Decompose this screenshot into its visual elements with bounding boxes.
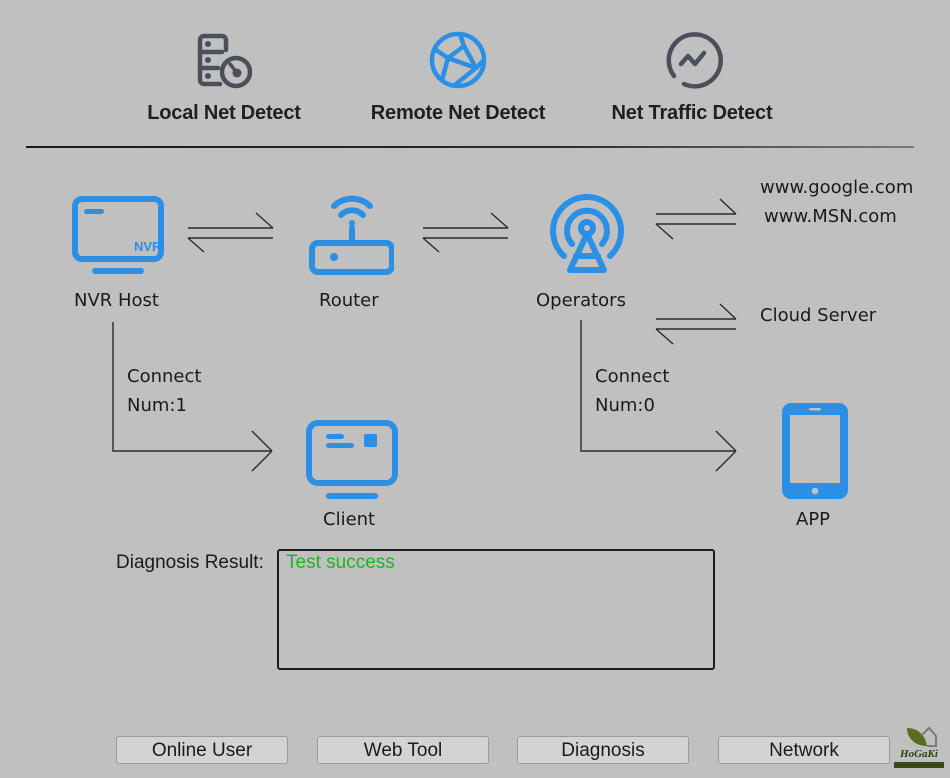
operators-label: Operators bbox=[536, 290, 626, 311]
globe-network-icon bbox=[429, 31, 487, 89]
network-button[interactable]: Network bbox=[718, 736, 890, 764]
tab-label: Local Net Detect bbox=[147, 102, 301, 124]
tab-divider bbox=[26, 146, 914, 148]
tab-label: Net Traffic Detect bbox=[611, 102, 773, 124]
nvr-host-icon: NVR bbox=[72, 196, 164, 274]
watermark-text: HoGaKi bbox=[900, 748, 938, 760]
client-connect-num: Num:1 bbox=[127, 395, 187, 416]
app-connect-num: Num:0 bbox=[595, 395, 655, 416]
nvr-badge: NVR bbox=[134, 239, 162, 254]
online-user-button[interactable]: Online User bbox=[116, 736, 288, 764]
watermark-logo: HoGaKi bbox=[893, 724, 945, 772]
traffic-pulse-icon bbox=[666, 32, 723, 89]
tab-net-traffic-detect[interactable]: Net Traffic Detect bbox=[592, 28, 792, 125]
bidirectional-arrow-router-operators bbox=[422, 212, 509, 253]
external-site-msn: www.MSN.com bbox=[764, 206, 897, 227]
web-tool-button[interactable]: Web Tool bbox=[317, 736, 489, 764]
arrow-nvr-client bbox=[112, 322, 273, 472]
bidirectional-arrow-nvr-router bbox=[187, 212, 274, 253]
bidirectional-arrow-operators-cloud bbox=[655, 303, 737, 345]
diagnosis-result-box: Test success bbox=[277, 549, 715, 670]
nvr-host-label: NVR Host bbox=[74, 290, 159, 311]
tab-remote-net-detect[interactable]: Remote Net Detect bbox=[358, 28, 558, 125]
leaf-house-icon bbox=[907, 726, 937, 747]
router-icon bbox=[309, 195, 394, 275]
router-label: Router bbox=[319, 290, 379, 311]
app-label: APP bbox=[796, 509, 831, 530]
diagnosis-result-text: Test success bbox=[286, 552, 395, 573]
app-phone-icon bbox=[782, 403, 848, 499]
external-site-google: www.google.com bbox=[760, 177, 914, 198]
client-label: Client bbox=[323, 509, 376, 530]
server-gauge-icon bbox=[197, 33, 253, 89]
arrow-operators-app bbox=[580, 320, 737, 472]
tab-label: Remote Net Detect bbox=[370, 102, 546, 124]
app-connect-label: Connect bbox=[595, 366, 670, 387]
diagnosis-result-label: Diagnosis Result: bbox=[116, 552, 264, 573]
cloud-server-label: Cloud Server bbox=[760, 305, 877, 326]
bidirectional-arrow-operators-websites bbox=[655, 198, 737, 240]
watermark-tagline-bar bbox=[894, 762, 944, 768]
client-connect-label: Connect bbox=[127, 366, 202, 387]
client-monitor-icon bbox=[306, 420, 398, 499]
diagnosis-button[interactable]: Diagnosis bbox=[517, 736, 689, 764]
operators-tower-icon bbox=[550, 193, 624, 273]
tab-local-net-detect[interactable]: Local Net Detect bbox=[124, 28, 324, 125]
